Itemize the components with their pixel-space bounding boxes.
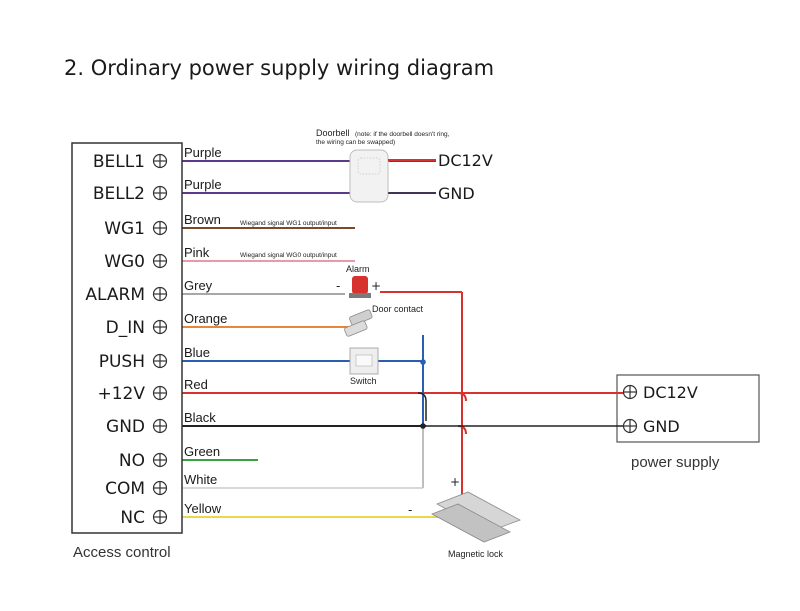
doorbell-note-1: (note: if the doorbell doesn't ring,	[355, 131, 450, 138]
alarm-label: Alarm	[346, 264, 370, 274]
terminal-screw-icon-no	[152, 452, 168, 468]
terminal-screw-icon-12v	[152, 385, 168, 401]
wire-color-label-alarm: Grey	[184, 278, 213, 293]
terminal-label-wg0: WG0	[104, 252, 145, 272]
wire-color-label-bell1: Purple	[184, 145, 222, 160]
ps-gnd-terminal-icon	[622, 418, 638, 434]
doorbell-speaker	[357, 157, 381, 175]
wire-color-label-gnd: Black	[184, 410, 216, 425]
terminal-label-wg1: WG1	[104, 219, 145, 239]
exit-switch: Switch	[349, 347, 379, 386]
terminal-screw-icon-bell2	[152, 185, 168, 201]
controller-caption: Access control	[73, 544, 171, 561]
switch-label: Switch	[350, 376, 377, 386]
power-supply: DC12V GND power supply	[426, 374, 760, 471]
red-bend	[457, 392, 467, 402]
terminal-label-gnd: GND	[106, 417, 145, 437]
doorbell: Doorbell (note: if the doorbell doesn't …	[316, 128, 493, 203]
ps-caption: power supply	[631, 454, 720, 471]
wire-color-label-com: White	[184, 472, 217, 487]
alarm: Alarm - +	[336, 264, 381, 298]
ps-dc-label: DC12V	[643, 383, 698, 402]
magnetic-lock: + - Magnetic lock	[408, 475, 521, 559]
wire-layer: PurplePurpleBrownPinkGreyOrangeBlueRedBl…	[166, 145, 462, 518]
doorbell-dc-label: DC12V	[438, 151, 493, 170]
terminal-label-com: COM	[105, 479, 145, 499]
bus-lines	[184, 291, 467, 518]
alarm-body	[352, 276, 368, 294]
terminal-screw-icon-nc	[152, 509, 168, 525]
switch-button	[355, 354, 373, 367]
alarm-plus: +	[371, 279, 381, 293]
terminal-label-12v: +12V	[97, 384, 145, 404]
page-title: 2. Ordinary power supply wiring diagram	[64, 56, 494, 80]
lock-plate	[431, 503, 511, 543]
terminal-label-push: PUSH	[99, 352, 145, 372]
terminal-screw-icon-din	[152, 319, 168, 335]
terminal-screw-icon-bell1	[152, 153, 168, 169]
door-contact-part-b	[344, 320, 368, 337]
alarm-minus: -	[336, 279, 340, 293]
wire-color-label-wg1: Brown	[184, 212, 221, 227]
doorbell-label: Doorbell	[316, 128, 350, 138]
doorbell-gnd-label: GND	[438, 184, 475, 203]
terminal-label-nc: NC	[120, 508, 145, 528]
terminal-label-bell1: BELL1	[93, 152, 145, 172]
terminal-screw-icon-gnd	[152, 418, 168, 434]
wire-color-label-push: Blue	[184, 345, 210, 360]
lock-label: Magnetic lock	[448, 549, 504, 559]
wiegand-wg1-note: Wiegand signal WG1 output/input	[240, 220, 337, 227]
black-junction	[420, 423, 426, 429]
wire-color-label-bell2: Purple	[184, 177, 222, 192]
wire-color-label-din: Orange	[184, 311, 227, 326]
power-supply-box	[616, 374, 760, 443]
lock-minus: -	[408, 503, 412, 517]
terminal-screw-icon-wg1	[152, 220, 168, 236]
terminal-label-din: D_IN	[106, 318, 145, 338]
terminal-screw-icon-com	[152, 480, 168, 496]
ps-dc-terminal-icon	[622, 384, 638, 400]
blue-junction	[420, 359, 426, 365]
terminal-label-alarm: ALARM	[85, 285, 145, 305]
wiegand-wg0-note: Wiegand signal WG0 output/input	[240, 252, 337, 259]
terminal-screw-icon-push	[152, 353, 168, 369]
terminal-label-bell2: BELL2	[93, 184, 145, 204]
doorbell-note-2: the wiring can be swapped)	[316, 139, 395, 146]
doorbell-body	[349, 149, 389, 203]
alarm-base	[349, 293, 371, 298]
lock-plus: +	[450, 475, 460, 489]
wire-color-label-wg0: Pink	[184, 245, 210, 260]
ps-gnd-label: GND	[643, 417, 680, 436]
wire-color-label-nc: Yellow	[184, 501, 222, 516]
door-contact-label: Door contact	[372, 304, 424, 314]
black-bend	[417, 392, 427, 421]
wire-color-label-12v: Red	[184, 377, 208, 392]
terminal-screw-icon-alarm	[152, 286, 168, 302]
wire-color-label-no: Green	[184, 444, 220, 459]
terminal-screw-icon-wg0	[152, 253, 168, 269]
door-contact: Door contact	[344, 304, 424, 337]
terminal-label-no: NO	[119, 451, 145, 471]
controller-box	[71, 142, 183, 534]
